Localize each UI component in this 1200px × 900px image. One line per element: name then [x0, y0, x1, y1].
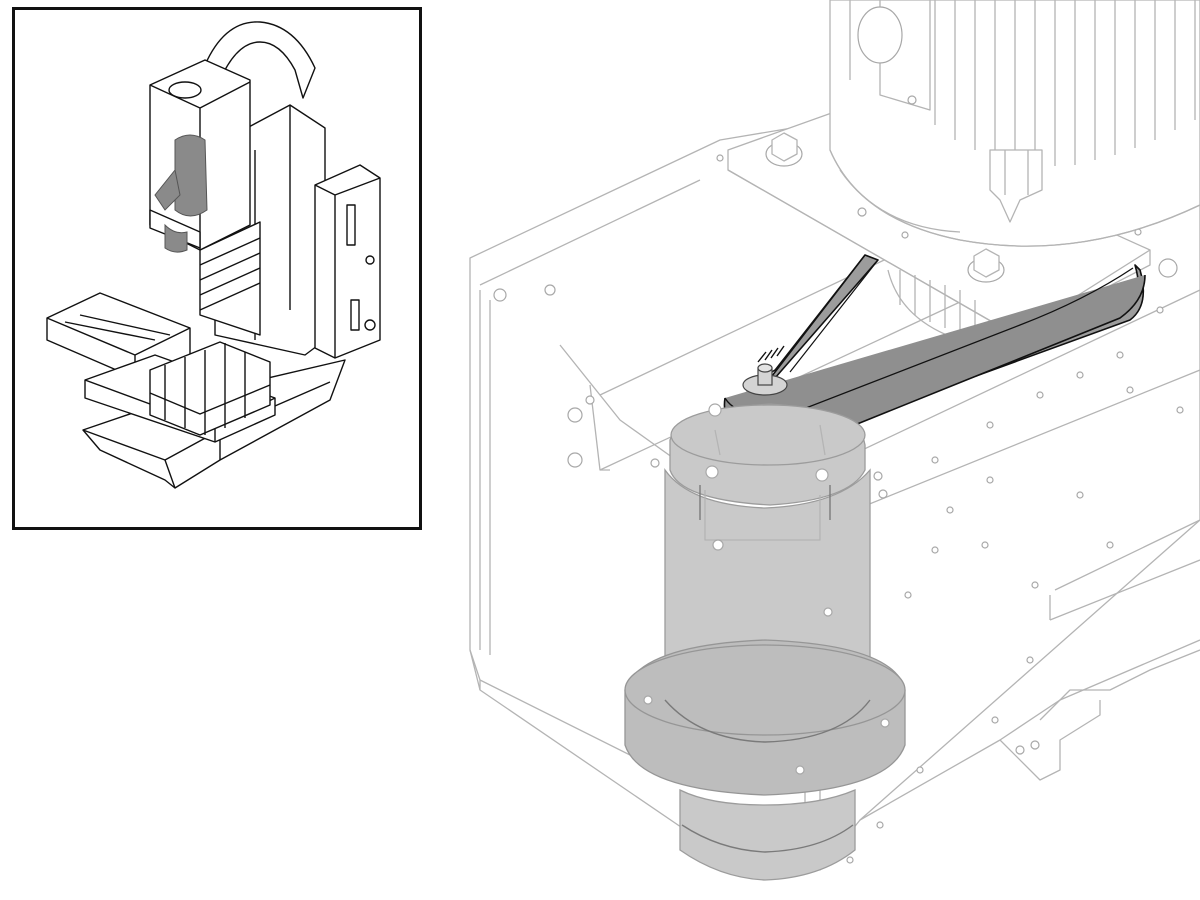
motor-body: [829, 0, 1200, 344]
mill-overview-icon: [46, 21, 381, 489]
spindle-cartridge: [624, 403, 906, 881]
overview-inset: [12, 7, 422, 530]
spindle-pulley: [742, 363, 788, 396]
